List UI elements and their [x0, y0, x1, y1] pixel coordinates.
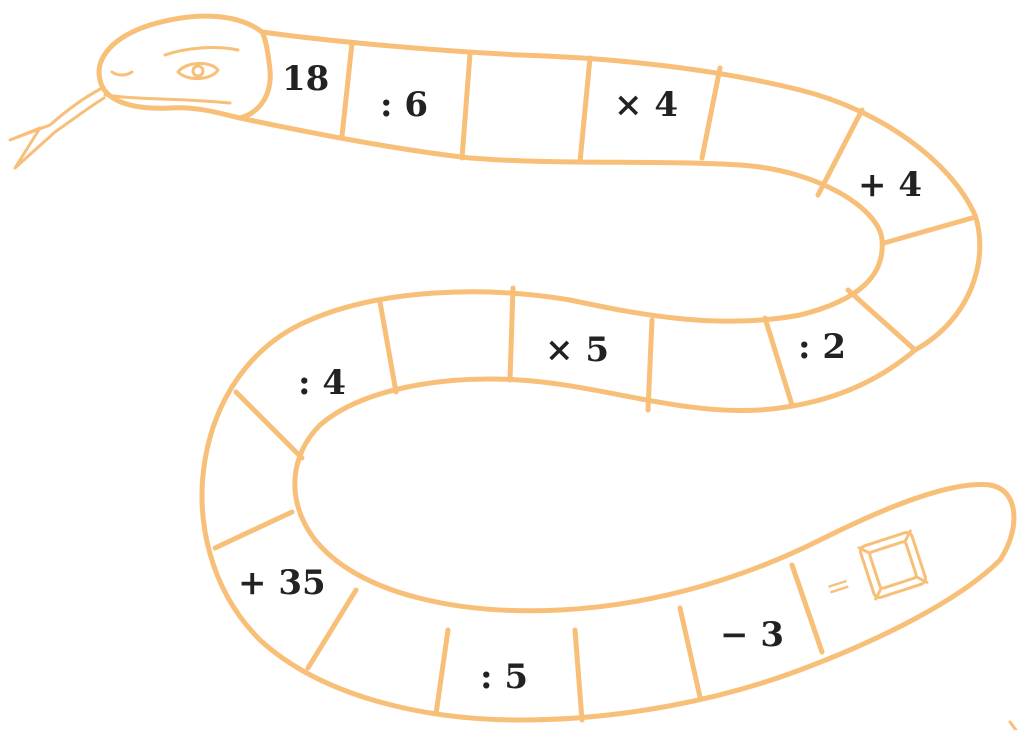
- answer-box[interactable]: [859, 531, 927, 599]
- snake-body-lower-edge: [202, 118, 1014, 720]
- snake-pupil: [193, 66, 203, 76]
- cell-13: + 35: [238, 566, 326, 600]
- cell-5: + 4: [858, 168, 922, 202]
- snake-tongue: [10, 88, 104, 168]
- cell-3: × 4: [614, 88, 678, 122]
- cell-7: : 2: [798, 330, 846, 364]
- cell-15: : 5: [480, 660, 528, 694]
- corner-mark: [1010, 722, 1016, 730]
- cell-17: − 3: [720, 618, 784, 652]
- snake-brow: [165, 48, 238, 55]
- cell-11: : 4: [298, 366, 346, 400]
- snake-nostril: [112, 72, 132, 75]
- cell-1: : 6: [380, 88, 428, 122]
- cell-start: 18: [282, 62, 329, 96]
- cell-9: × 5: [545, 333, 609, 367]
